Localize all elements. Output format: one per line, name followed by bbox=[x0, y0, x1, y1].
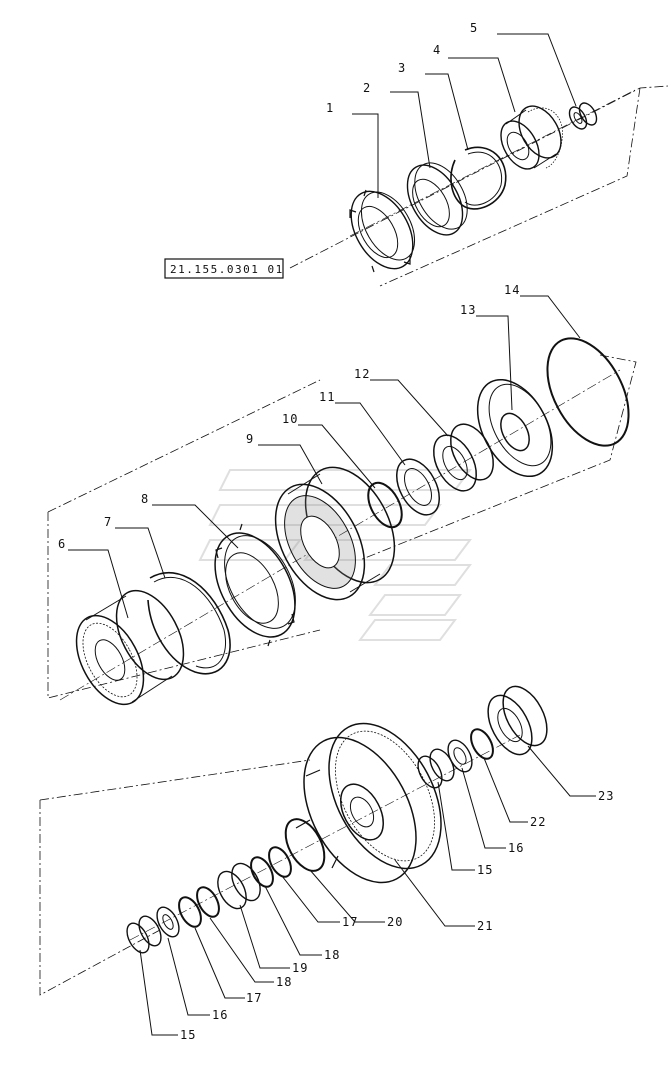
callout-13: 13 bbox=[460, 303, 476, 317]
callout-23: 23 bbox=[598, 789, 614, 803]
callout-3: 3 bbox=[398, 61, 406, 75]
part-15-planet-gear-right[interactable] bbox=[413, 745, 459, 791]
callout-15-left: 15 bbox=[180, 1028, 196, 1042]
callout-18-middle: 18 bbox=[324, 948, 340, 962]
part-1-friction-plate[interactable] bbox=[338, 181, 425, 280]
part-6-gear[interactable] bbox=[63, 579, 198, 715]
part-8-pressure-plate[interactable] bbox=[199, 520, 312, 651]
part-16-washer-left[interactable] bbox=[153, 904, 184, 941]
part-3-snap-ring[interactable] bbox=[450, 146, 507, 210]
callout-10: 10 bbox=[282, 412, 298, 426]
callout-17-left: 17 bbox=[246, 991, 262, 1005]
callout-8: 8 bbox=[141, 492, 149, 506]
callout-17-middle: 17 bbox=[342, 915, 358, 929]
callout-18-left: 18 bbox=[276, 975, 292, 989]
part-7-snap-ring[interactable] bbox=[147, 572, 231, 675]
group-bottom: 15 16 17 18 19 18 17 20 21 15 16 22 23 bbox=[39, 679, 614, 1042]
part-22-circlip[interactable] bbox=[467, 726, 498, 763]
group-top: 1 2 3 4 5 21.155.0301 01 bbox=[164, 21, 669, 287]
watermark-logo bbox=[198, 469, 472, 641]
part-13-piston[interactable] bbox=[462, 367, 567, 489]
reference-box bbox=[164, 258, 284, 279]
callout-9: 9 bbox=[246, 432, 254, 446]
callout-7: 7 bbox=[104, 515, 112, 529]
callout-12: 12 bbox=[354, 367, 370, 381]
callout-19-left: 19 bbox=[292, 961, 308, 975]
callout-6: 6 bbox=[58, 537, 66, 551]
part-5-bushing[interactable] bbox=[566, 100, 600, 132]
part-20-o-ring[interactable] bbox=[278, 813, 333, 877]
callout-5: 5 bbox=[470, 21, 478, 35]
part-15-planet-gear-left[interactable] bbox=[123, 913, 166, 957]
callout-16-left: 16 bbox=[212, 1008, 228, 1022]
part-16-washer-right[interactable] bbox=[443, 736, 477, 775]
part-17-18-rings-left[interactable] bbox=[175, 884, 224, 931]
callout-14: 14 bbox=[504, 283, 520, 297]
group-middle: 6 7 8 9 10 11 12 13 14 bbox=[47, 283, 645, 715]
part-14-snap-ring[interactable] bbox=[531, 325, 645, 459]
part-10-o-ring[interactable] bbox=[361, 477, 408, 533]
callout-20: 20 bbox=[387, 915, 403, 929]
reference-box-label: 21.155.0301 01 bbox=[170, 263, 284, 276]
part-21-ring-gear-housing[interactable] bbox=[281, 705, 464, 902]
callout-4: 4 bbox=[433, 43, 441, 57]
part-4-gear-hub[interactable] bbox=[493, 99, 569, 176]
callout-22: 22 bbox=[530, 815, 546, 829]
part-17-18-rings-middle[interactable] bbox=[247, 844, 296, 891]
callout-16-right: 16 bbox=[508, 841, 524, 855]
part-11-seal-ring[interactable] bbox=[388, 452, 448, 522]
callout-1: 1 bbox=[326, 101, 334, 115]
callout-21: 21 bbox=[477, 919, 493, 933]
part-2-steel-plate[interactable] bbox=[396, 154, 478, 245]
callout-15-right: 15 bbox=[477, 863, 493, 877]
callout-11: 11 bbox=[319, 390, 335, 404]
part-19-bushing[interactable] bbox=[212, 859, 266, 914]
part-12-bearing-bush[interactable] bbox=[425, 417, 502, 498]
part-23-bearing[interactable] bbox=[479, 679, 556, 761]
callout-2: 2 bbox=[363, 81, 371, 95]
part-9-friction-pack[interactable] bbox=[257, 452, 412, 614]
